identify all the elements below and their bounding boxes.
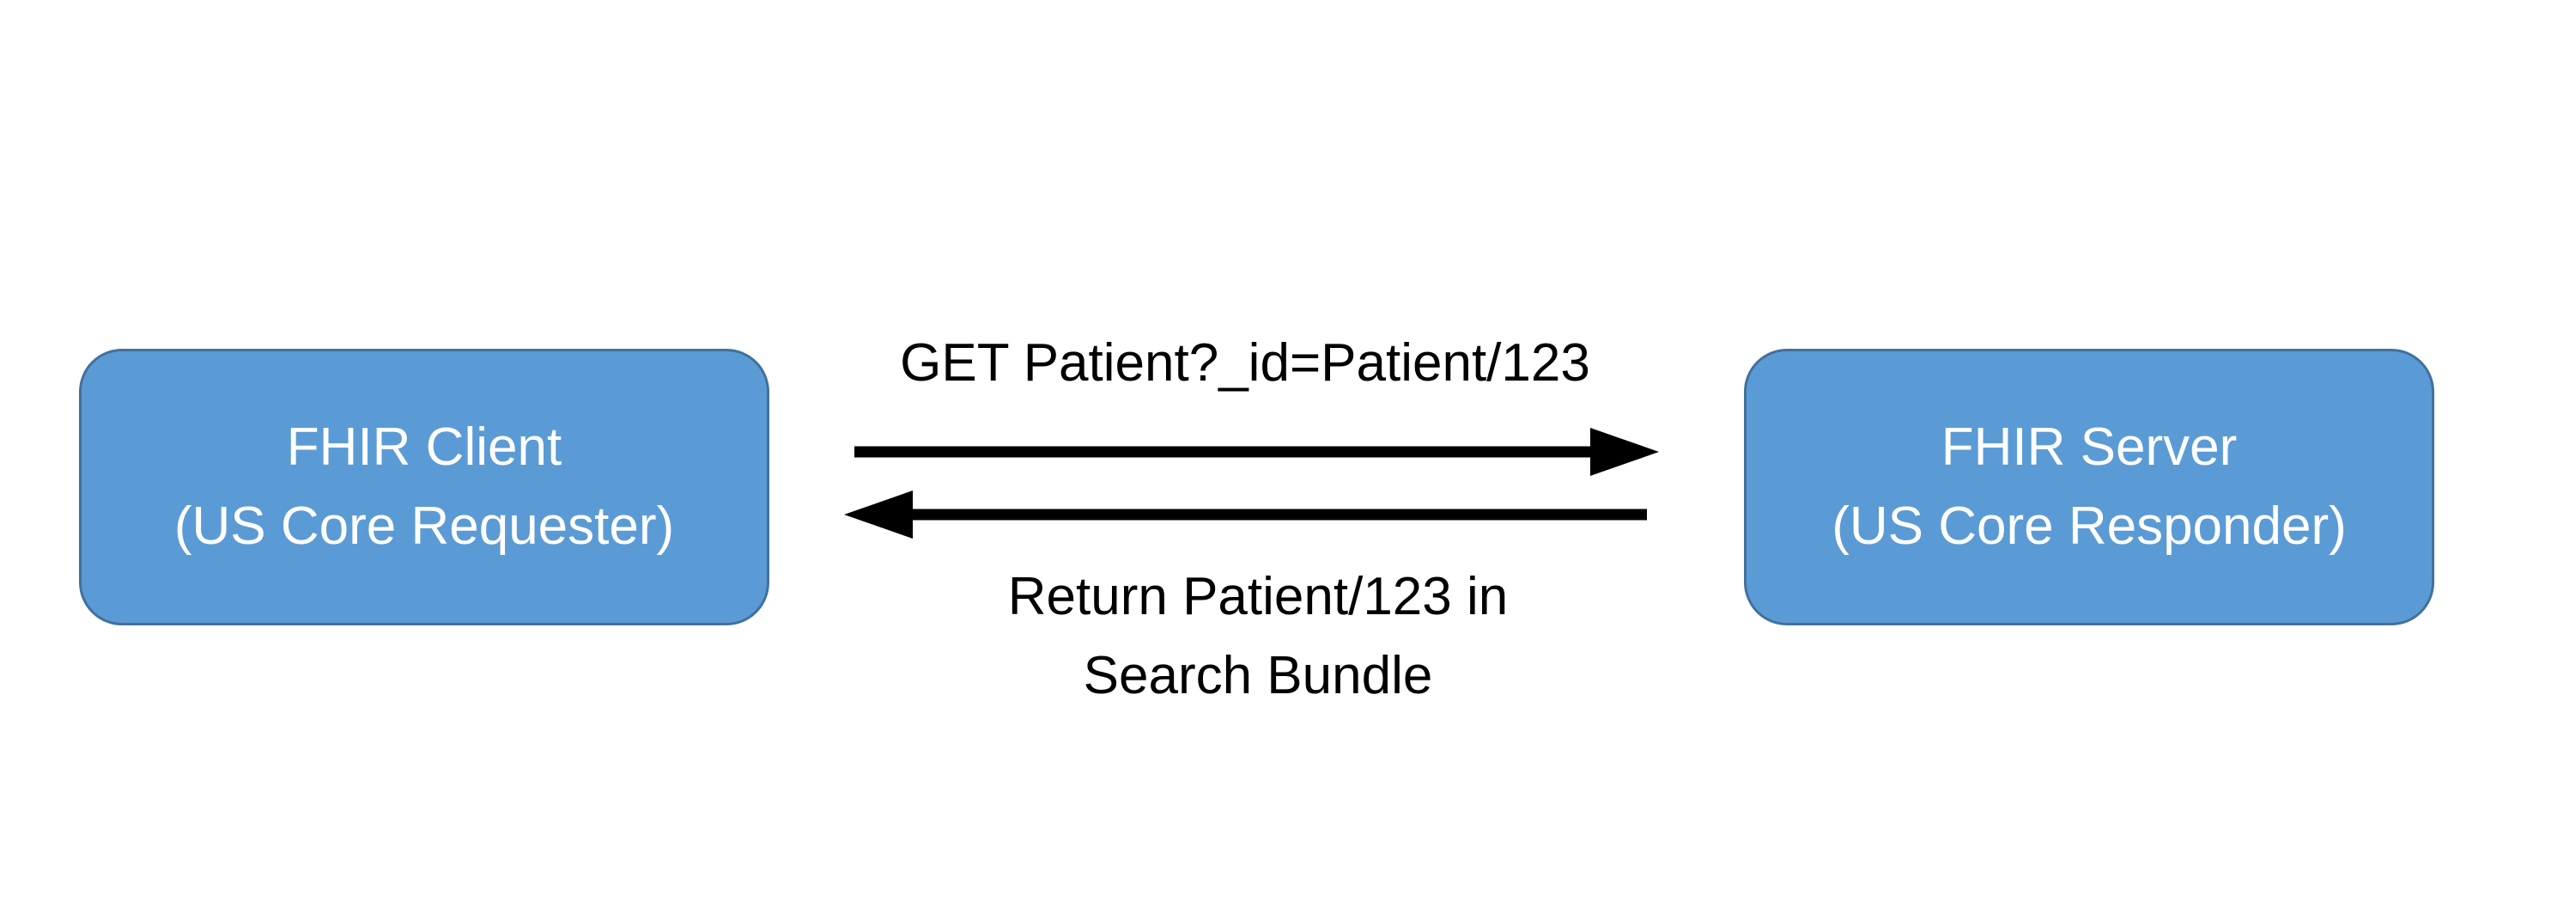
fhir-client-node: FHIR Client (US Core Requester) (79, 349, 769, 625)
response-label-line1: Return Patient/123 in (1007, 567, 1509, 626)
client-subtitle: (US Core Requester) (173, 497, 675, 556)
request-label-text: GET Patient?_id=Patient/123 (900, 333, 1590, 393)
client-title: FHIR Client (286, 417, 562, 477)
fhir-server-node: FHIR Server (US Core Responder) (1744, 349, 2434, 625)
response-label: Return Patient/123 in Search Bundle (859, 558, 1657, 716)
response-arrow-head-icon (844, 491, 913, 539)
server-title: FHIR Server (1941, 417, 2238, 477)
request-arrow (854, 428, 1659, 476)
request-arrow-head-icon (1590, 428, 1659, 476)
response-arrow (844, 491, 1647, 539)
server-subtitle: (US Core Responder) (1832, 497, 2347, 556)
request-label: GET Patient?_id=Patient/123 (773, 324, 1717, 403)
response-label-line2: Search Bundle (1083, 646, 1433, 705)
